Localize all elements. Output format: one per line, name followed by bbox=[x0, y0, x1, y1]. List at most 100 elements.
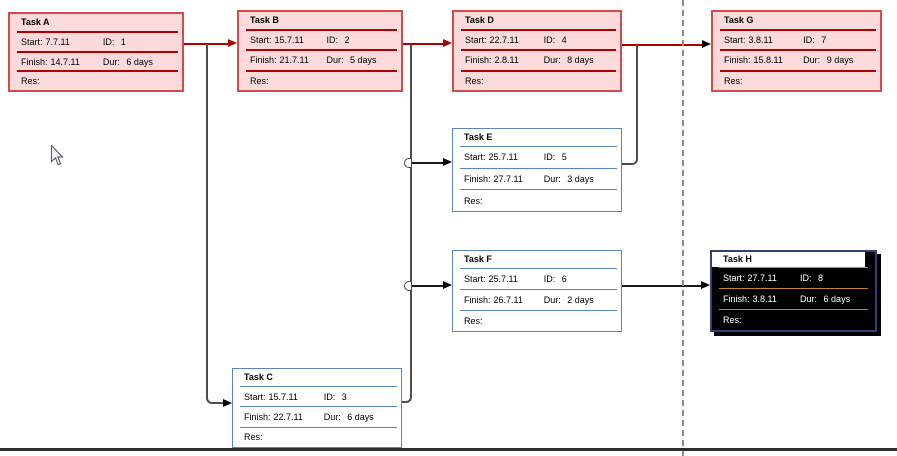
task-row-res: Res: bbox=[239, 72, 401, 90]
task-node-g[interactable]: Task G Start: 3.8.11 ID: 7 Finish: 15.8.… bbox=[711, 10, 882, 92]
finish-label: Finish: bbox=[464, 174, 491, 184]
divider bbox=[460, 289, 617, 290]
dur-label: Dur: bbox=[803, 55, 821, 66]
dur-value: 6 days bbox=[126, 56, 153, 67]
dur-group: Dur: 6 days bbox=[800, 294, 850, 304]
id-value: 1 bbox=[120, 36, 126, 47]
divider bbox=[720, 29, 876, 31]
divider bbox=[246, 29, 397, 31]
task-row-start-id: Start: 7.7.11 ID: 1 bbox=[10, 33, 182, 51]
dur-label: Dur: bbox=[326, 55, 344, 66]
divider bbox=[720, 49, 876, 52]
start-value: 27.7.11 bbox=[747, 273, 777, 283]
dur-label: Dur: bbox=[543, 295, 561, 305]
task-row-finish-dur: Finish: 2.8.11 Dur: 8 days bbox=[454, 51, 620, 69]
id-label: ID: bbox=[543, 35, 556, 46]
divider bbox=[460, 310, 617, 311]
start-value: 15.7.11 bbox=[274, 35, 304, 46]
id-label: ID: bbox=[326, 35, 338, 46]
divider bbox=[460, 268, 617, 269]
line-jump-icon bbox=[404, 158, 411, 168]
id-label: ID: bbox=[543, 152, 556, 163]
link-to-e[interactable] bbox=[412, 162, 443, 164]
link-f-to-h[interactable] bbox=[622, 285, 701, 287]
task-row-finish-dur: Finish: 14.7.11 Dur: 6 days bbox=[10, 53, 182, 71]
res-label: Res: bbox=[723, 315, 742, 325]
id-value: 8 bbox=[818, 273, 824, 283]
task-node-a[interactable]: Task A Start: 7.7.11 ID: 1 Finish: 14.7.… bbox=[8, 12, 184, 92]
res-label: Res: bbox=[21, 76, 40, 87]
start-value: 25.7.11 bbox=[488, 274, 518, 284]
start-label: Start: bbox=[244, 391, 266, 402]
dur-label: Dur: bbox=[323, 411, 341, 422]
res-label: Res: bbox=[244, 432, 263, 443]
link-to-f[interactable] bbox=[412, 285, 443, 287]
divider bbox=[17, 70, 178, 73]
divider bbox=[461, 69, 616, 72]
finish-value: 22.7.11 bbox=[273, 411, 303, 422]
divider bbox=[246, 49, 397, 52]
dur-group: Dur: 5 days bbox=[326, 55, 376, 65]
id-group: ID: 7 bbox=[803, 35, 826, 45]
divider bbox=[17, 31, 178, 33]
task-row-start-id: Start: 22.7.11 ID: 4 bbox=[454, 31, 620, 49]
task-node-b[interactable]: Task B Start: 15.7.11 ID: 2 Finish: 21.7… bbox=[237, 10, 403, 92]
divider bbox=[460, 146, 617, 147]
link-e-to-g[interactable] bbox=[622, 45, 638, 165]
dur-label: Dur: bbox=[543, 55, 561, 66]
arrowhead-icon bbox=[701, 281, 710, 289]
link-d-to-g[interactable] bbox=[622, 44, 702, 46]
finish-value: 27.7.11 bbox=[493, 174, 523, 184]
task-row-start-id: Start: 25.7.11 ID: 5 bbox=[453, 147, 621, 168]
dur-value: 8 days bbox=[567, 55, 594, 66]
task-row-finish-dur: Finish: 21.7.11 Dur: 5 days bbox=[239, 51, 401, 69]
link-a-to-c[interactable] bbox=[206, 44, 223, 404]
task-title: Task C bbox=[244, 372, 273, 382]
arrowhead-icon bbox=[443, 39, 452, 47]
task-title: Task D bbox=[465, 15, 494, 25]
task-row-start-id: Start: 25.7.11 ID: 6 bbox=[453, 269, 621, 289]
dur-value: 5 days bbox=[350, 55, 377, 66]
id-value: 2 bbox=[344, 35, 350, 46]
task-node-f[interactable]: Task F Start: 25.7.11 ID: 6 Finish: 26.7… bbox=[452, 250, 622, 332]
dur-label: Dur: bbox=[800, 294, 818, 304]
arrowhead-icon bbox=[443, 281, 452, 289]
id-group: ID: 1 bbox=[103, 37, 126, 47]
start-value: 3.8.11 bbox=[748, 35, 773, 46]
id-group: ID: 5 bbox=[544, 152, 567, 162]
task-row-finish-dur: Finish: 22.7.11 Dur: 6 days bbox=[233, 407, 401, 426]
task-row-start-id: Start: 15.7.11 ID: 2 bbox=[239, 31, 401, 49]
id-value: 4 bbox=[561, 35, 567, 46]
task-row-finish-dur: Finish: 27.7.11 Dur: 3 days bbox=[453, 169, 621, 190]
finish-label: Finish: bbox=[724, 55, 751, 66]
task-row-start-id: Start: 3.8.11 ID: 7 bbox=[713, 31, 880, 49]
dur-group: Dur: 2 days bbox=[544, 295, 594, 305]
res-label: Res: bbox=[724, 75, 743, 86]
divider bbox=[719, 309, 868, 310]
start-value: 22.7.11 bbox=[489, 35, 519, 46]
canvas-bottom-border bbox=[0, 448, 897, 451]
divider bbox=[719, 288, 868, 289]
link-b-to-d[interactable] bbox=[403, 43, 444, 45]
divider bbox=[240, 406, 397, 408]
dur-label: Dur: bbox=[543, 174, 561, 184]
task-row-res: Res: bbox=[454, 72, 620, 90]
line-jump-icon bbox=[404, 281, 411, 291]
divider bbox=[460, 167, 617, 169]
task-node-c[interactable]: Task C Start: 15.7.11 ID: 3 Finish: 22.7… bbox=[232, 368, 402, 448]
divider bbox=[460, 189, 617, 191]
task-row-finish-dur: Finish: 3.8.11 Dur: 6 days bbox=[712, 289, 875, 309]
divider bbox=[246, 69, 397, 72]
link-b-to-c[interactable] bbox=[402, 45, 412, 403]
arrowhead-icon bbox=[443, 158, 452, 166]
task-title: Task G bbox=[724, 15, 754, 25]
divider bbox=[461, 29, 616, 31]
task-node-e[interactable]: Task E Start: 25.7.11 ID: 5 Finish: 27.7… bbox=[452, 128, 622, 212]
divider bbox=[461, 49, 616, 52]
task-node-d[interactable]: Task D Start: 22.7.11 ID: 4 Finish: 2.8.… bbox=[452, 10, 622, 92]
id-group: ID: 4 bbox=[544, 35, 567, 45]
divider bbox=[240, 426, 397, 428]
task-node-h[interactable]: Task H Start: 27.7.11 ID: 8 Finish: 3.8.… bbox=[710, 250, 877, 332]
task-title: Task E bbox=[464, 132, 493, 142]
